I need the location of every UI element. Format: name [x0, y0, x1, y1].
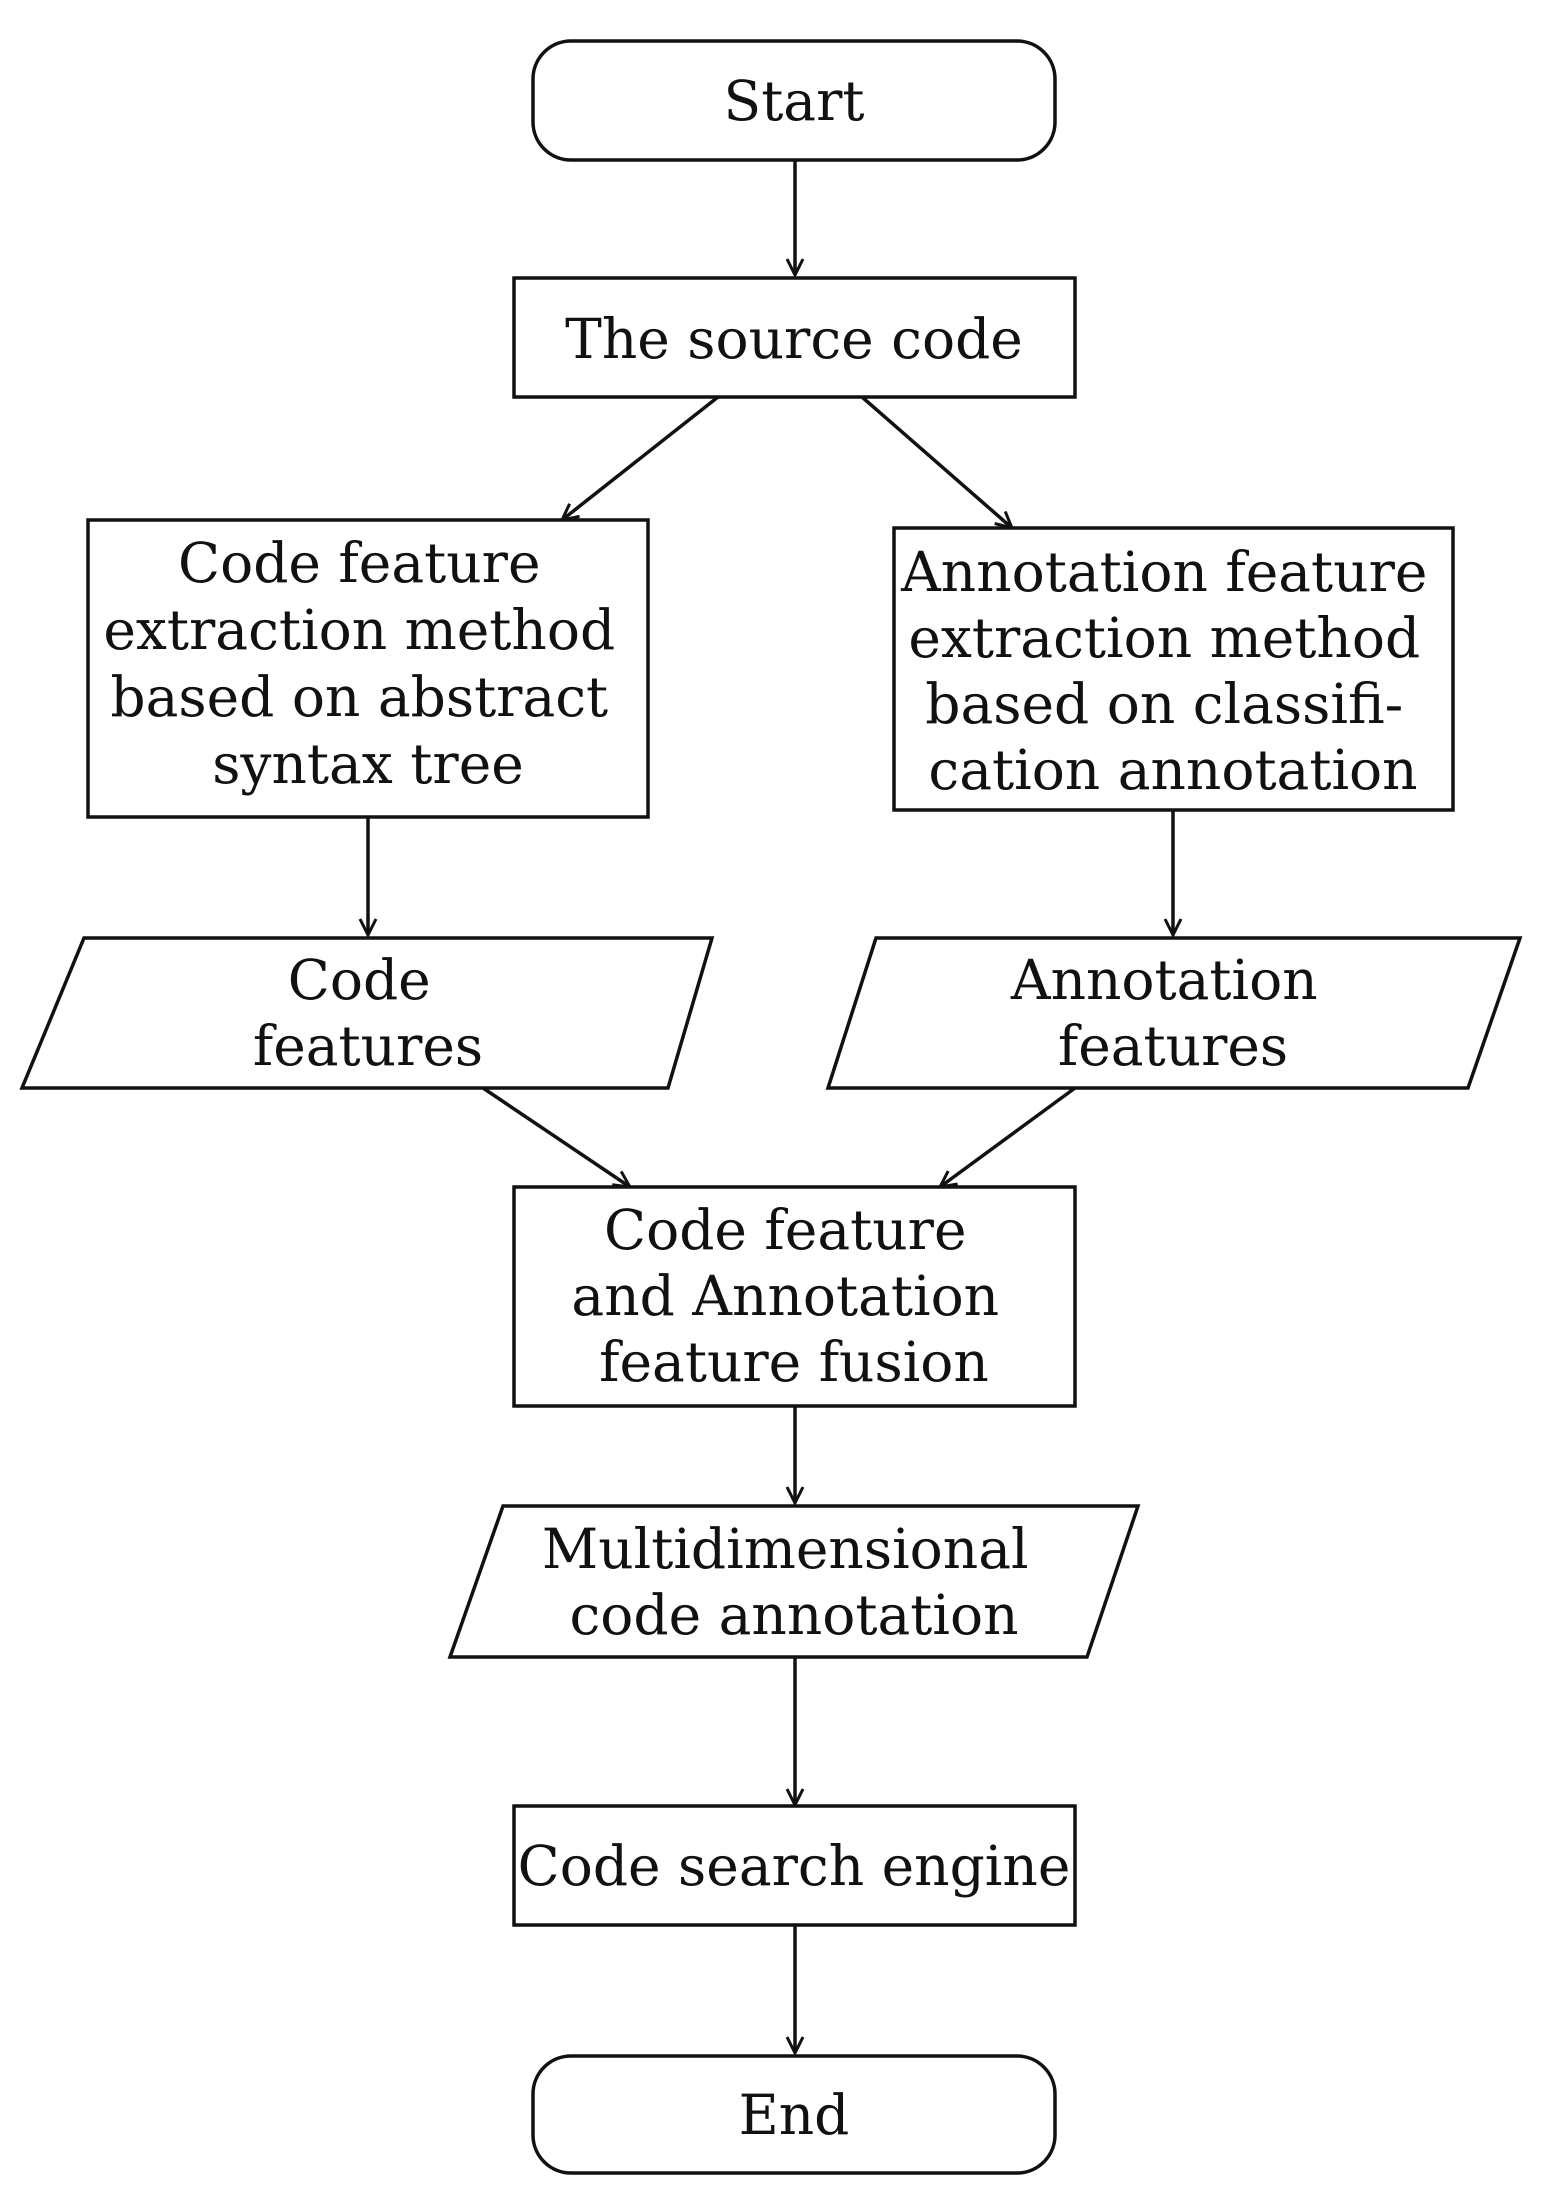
edge-annotation-features-to-fusion [940, 1086, 1077, 1187]
node-code-features: Code features [19, 936, 715, 1090]
node-search-engine: Code search engine [512, 1804, 1077, 1927]
node-code-features-label: Code features [253, 948, 483, 1078]
node-end-label: End [739, 2083, 850, 2147]
edge-source-code-to-code-extraction [562, 395, 720, 520]
node-source-code-label: The source code [565, 307, 1023, 371]
node-code-extraction-label: Code feature extraction method based on … [103, 531, 632, 796]
node-fusion: Code feature and Annotation feature fusi… [512, 1185, 1077, 1408]
node-end: End [531, 2054, 1057, 2175]
node-multidimensional-label: Multidimensional code annotation [542, 1517, 1046, 1647]
node-annotation-extraction: Annotation feature extraction method bas… [892, 526, 1455, 812]
node-fusion-label: Code feature and Annotation feature fusi… [571, 1198, 1016, 1394]
node-annotation-features-label: Annotation features [1010, 948, 1335, 1078]
edge-code-features-to-fusion [482, 1086, 630, 1187]
node-multidimensional: Multidimensional code annotation [447, 1504, 1141, 1659]
edge-source-code-to-annotation-extraction [860, 395, 1012, 528]
node-search-engine-label: Code search engine [518, 1834, 1071, 1898]
node-annotation-features: Annotation features [825, 936, 1523, 1090]
node-start-label: Start [724, 69, 865, 133]
node-annotation-extraction-label: Annotation feature extraction method bas… [900, 540, 1445, 802]
node-start: Start [531, 39, 1057, 162]
node-source-code: The source code [512, 276, 1077, 399]
node-code-extraction: Code feature extraction method based on … [86, 518, 650, 819]
